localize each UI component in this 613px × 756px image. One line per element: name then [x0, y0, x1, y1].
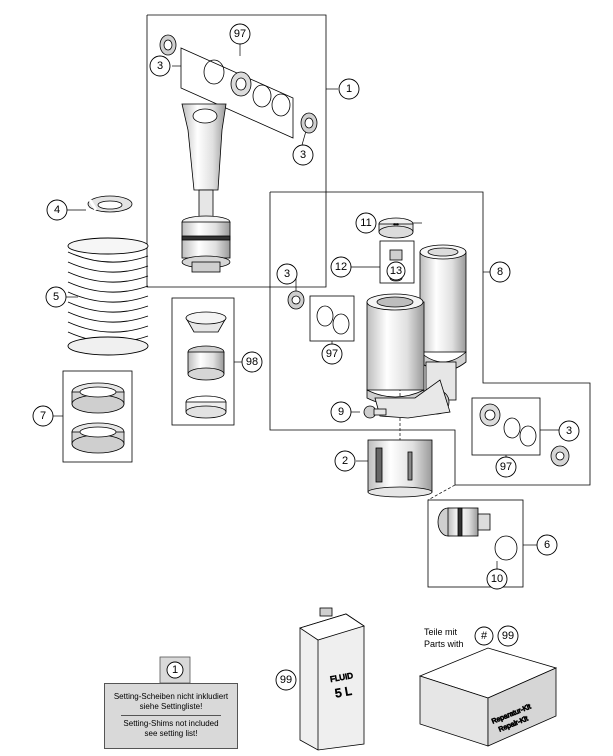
svg-text:99: 99: [502, 630, 514, 642]
svg-text:2: 2: [342, 455, 348, 467]
spring-retainer-part: [87, 195, 133, 213]
callout-5: 5: [45, 286, 67, 308]
callout-97-top: 97: [229, 23, 251, 45]
svg-text:5: 5: [53, 291, 59, 303]
setting-shims-note: Setting-Scheiben nicht inkludiert siehe …: [104, 683, 238, 749]
sticker-part: [367, 439, 433, 498]
note-divider: [121, 715, 221, 716]
frame-group-7: [62, 370, 133, 463]
svg-text:4: 4: [54, 204, 60, 216]
frame-group-12: [379, 240, 415, 284]
bottom-valve-part: [437, 507, 518, 561]
svg-text:13: 13: [390, 265, 402, 277]
svg-text:99: 99: [280, 674, 292, 686]
svg-text:3: 3: [284, 268, 290, 280]
callout-98: 98: [241, 351, 263, 373]
callout-4: 4: [46, 199, 68, 221]
can-label-volume: 5 L: [334, 684, 353, 701]
adjuster-rings-part: [71, 382, 125, 454]
frame-group-98: [171, 297, 235, 426]
svg-text:3: 3: [566, 425, 572, 437]
callout-3-right: 3: [558, 420, 580, 442]
svg-text:3: 3: [300, 149, 306, 161]
frame-group-8: [269, 191, 591, 486]
callout-99: 99: [275, 669, 297, 691]
svg-text:8: 8: [497, 266, 503, 278]
callout-11: 11: [355, 212, 377, 234]
oil-can-part: FLUID 5 L: [299, 607, 365, 751]
svg-text:97: 97: [500, 461, 512, 473]
repair-kit-box-part: Reparatur-Kit Repair-Kit: [418, 647, 558, 747]
note-de-line1: Setting-Scheiben nicht inkludiert: [113, 692, 229, 701]
frame-group-6: [427, 499, 524, 588]
note-en-line2: see setting list!: [144, 729, 198, 738]
callout-97-mid: 97: [321, 343, 343, 365]
callout-9: 9: [330, 401, 352, 423]
callout-10: 10: [486, 568, 508, 590]
svg-text:#: #: [481, 630, 488, 642]
piston-rod-part: [181, 103, 231, 273]
svg-text:3: 3: [157, 60, 163, 72]
bushing-set-part: [185, 311, 227, 419]
callout-97-right: 97: [495, 456, 517, 478]
svg-text:1: 1: [346, 83, 352, 95]
callout-3-top-left: 3: [149, 55, 171, 77]
svg-text:9: 9: [338, 406, 344, 418]
svg-text:•••: •••: [393, 222, 399, 228]
callout-3-mid: 3: [276, 263, 298, 285]
kit-label-de: Teile mit: [424, 627, 458, 637]
seal-set-mid-part: [287, 290, 350, 335]
svg-text:6: 6: [544, 539, 550, 551]
callout-8: 8: [489, 261, 511, 283]
spring-part: [67, 237, 149, 356]
callout-1: 1: [338, 78, 360, 100]
note-de-line2: siehe Settingliste!: [139, 702, 203, 711]
kit-parts-label: Teile mit Parts with: [424, 626, 464, 650]
damper-body-part: [366, 293, 451, 419]
note-en-line1: Setting-Shims not included: [123, 719, 219, 728]
note-reference-1: 1: [159, 656, 191, 684]
callout-6: 6: [536, 534, 558, 556]
frame-group-97-top: [180, 47, 294, 139]
seal-set-right-part: [479, 403, 570, 467]
svg-text:11: 11: [360, 217, 371, 229]
svg-text:97: 97: [234, 28, 246, 40]
cap-part: •••: [378, 217, 414, 239]
callout-3-top-right: 3: [292, 144, 314, 166]
seal-set-top-part: [159, 34, 318, 134]
svg-text:7: 7: [40, 410, 46, 422]
svg-text:12: 12: [335, 261, 347, 273]
callout-2: 2: [334, 450, 356, 472]
kit-label-en: Parts with: [424, 639, 464, 649]
svg-text:1: 1: [172, 664, 178, 676]
screw-part: [363, 405, 387, 419]
callout-7: 7: [32, 405, 54, 427]
svg-text:10: 10: [491, 573, 503, 585]
svg-text:98: 98: [246, 356, 258, 368]
svg-text:97: 97: [326, 348, 338, 360]
callout-13: 13: [386, 261, 406, 281]
kit-reference: # 99: [474, 625, 519, 647]
frame-group-1: [146, 14, 327, 288]
can-label-fluid: FLUID: [329, 671, 354, 684]
callout-12: 12: [330, 256, 352, 278]
